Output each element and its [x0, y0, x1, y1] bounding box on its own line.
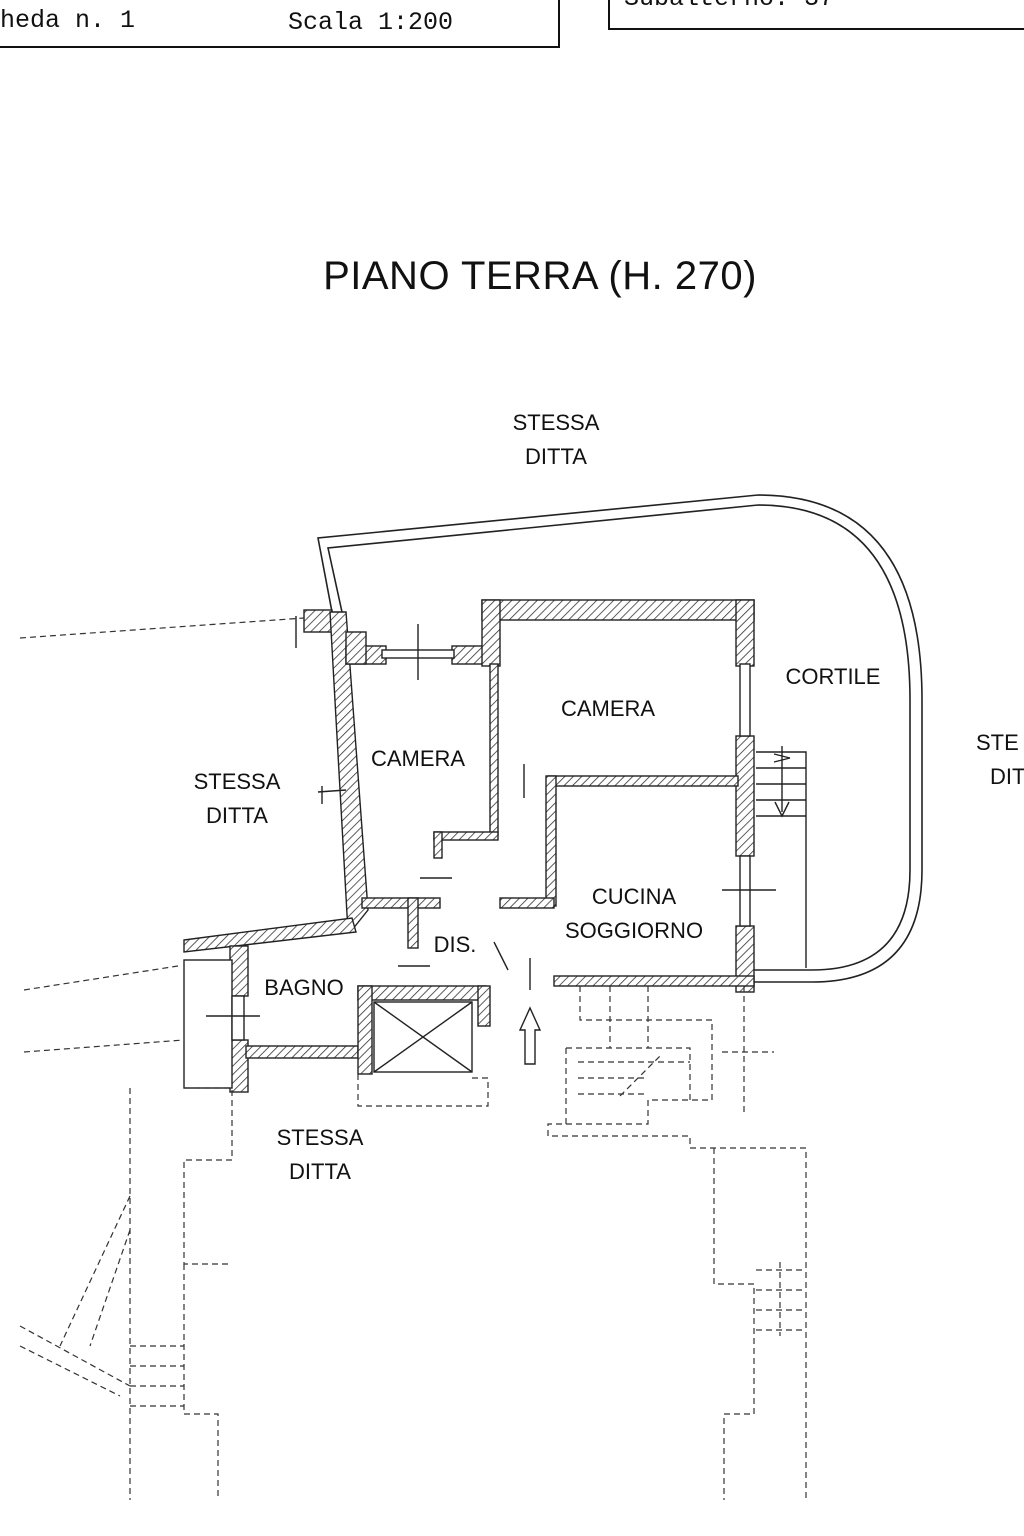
- label-stessa-ditta-right: STE DIT: [976, 726, 1024, 794]
- label-stessa-ditta-top: STESSA DITTA: [496, 406, 616, 474]
- room-label-camera-left: CAMERA: [370, 746, 466, 771]
- label-stessa-ditta-bottom: STESSA DITTA: [260, 1121, 380, 1189]
- courtyard-outline: [317, 494, 923, 983]
- label-stessa-right-line1: STE: [976, 730, 1019, 755]
- header-scheda-box: [0, 0, 560, 48]
- scale-label: Scala 1:200: [288, 8, 454, 37]
- room-label-camera-right: CAMERA: [560, 696, 656, 721]
- scheda-number: heda n. 1: [0, 6, 136, 35]
- label-stessa-right-line2: DIT: [990, 764, 1024, 789]
- openings: [206, 616, 776, 1073]
- subalterno-label: Subalterno: 37: [624, 0, 834, 13]
- header-subalterno-box: Subalterno: 37: [608, 0, 1024, 30]
- label-stessa-top-line1: STESSA: [512, 410, 600, 435]
- label-stessa-bottom-line1: STESSA: [276, 1125, 364, 1150]
- room-label-cucina-line1: CUCINA: [591, 884, 677, 909]
- room-label-cortile: CORTILE: [785, 664, 881, 689]
- room-label-bagno: BAGNO: [264, 975, 344, 1000]
- label-stessa-bottom-line2: DITTA: [289, 1159, 351, 1184]
- walls: [183, 599, 755, 1093]
- label-stessa-left-line1: STESSA: [193, 769, 281, 794]
- dashed-outlines: [19, 617, 807, 1500]
- label-stessa-top-line2: DITTA: [525, 444, 587, 469]
- room-label-cucina-soggiorno: CUCINA SOGGIORNO: [554, 880, 714, 948]
- label-stessa-ditta-left: STESSA DITTA: [177, 765, 297, 833]
- room-label-dis: DIS.: [433, 932, 477, 957]
- room-label-cucina-line2: SOGGIORNO: [564, 918, 704, 943]
- right-stair: [756, 746, 807, 968]
- label-stessa-left-line2: DITTA: [206, 803, 268, 828]
- page-title: PIANO TERRA (H. 270): [323, 254, 757, 298]
